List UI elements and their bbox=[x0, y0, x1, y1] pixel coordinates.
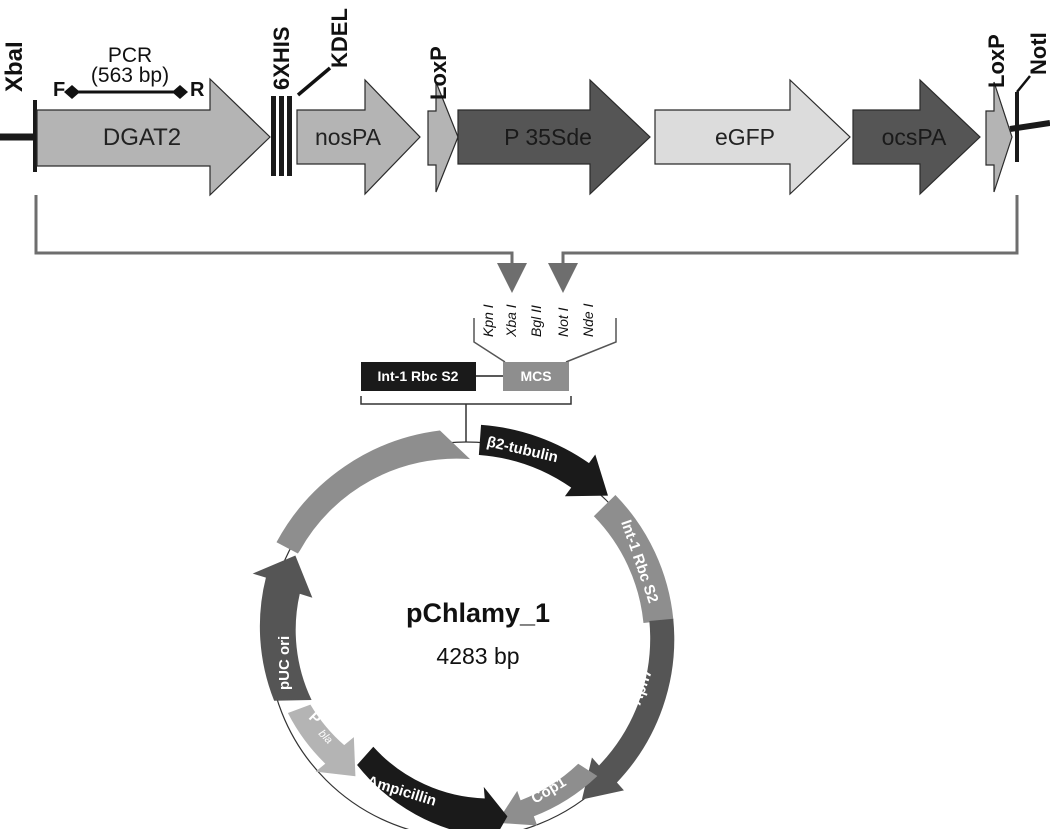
feature-pbla-arrow bbox=[287, 704, 356, 777]
mcs-site-ndei: Nde I bbox=[580, 303, 596, 337]
feature-ampicillin-arrow bbox=[357, 746, 508, 829]
feature-cop1-arrow bbox=[496, 763, 598, 826]
insertion-connectors bbox=[34, 195, 1019, 293]
kdel-label: KDEL bbox=[327, 8, 352, 68]
his-tag-bar-2 bbox=[279, 96, 284, 176]
plasmid-map: β2-tubulin Int-1 Rbc S2 Aph7 Cop1 Ampici… bbox=[252, 424, 675, 829]
pcr-reverse-primer-diamond bbox=[172, 85, 188, 99]
loxp-right-label: LoxP bbox=[984, 34, 1009, 88]
ocspa-label: ocsPA bbox=[882, 124, 947, 150]
his-tag-label: 6XHIS bbox=[269, 26, 294, 90]
noti-site-label: NotI bbox=[1026, 32, 1050, 75]
p35sde-label: P 35Sde bbox=[504, 124, 592, 150]
kdel-pointer bbox=[296, 66, 332, 97]
mcs-box bbox=[503, 362, 569, 391]
feature-puc-ori-arrow bbox=[252, 555, 313, 701]
pcr-size: (563 bp) bbox=[91, 64, 169, 87]
feature-hsp70-rbcs2-arrow bbox=[276, 430, 471, 554]
intron-box bbox=[361, 362, 476, 391]
multiple-cloning-site: Kpn I Xba I Bgl II Not I Nde I Int-1 Rbc… bbox=[360, 303, 617, 442]
p35sde-arrow bbox=[457, 78, 651, 196]
loxp-right-arrow bbox=[985, 81, 1013, 193]
plasmid-size: 4283 bp bbox=[436, 643, 519, 669]
mcs-site-kpni: Kpn I bbox=[480, 304, 496, 337]
noti-site-mark bbox=[1015, 92, 1019, 162]
mcs-fan-lines bbox=[473, 318, 617, 363]
mcs-site-xbai: Xba I bbox=[503, 304, 519, 338]
dgat2-label: DGAT2 bbox=[103, 124, 181, 151]
mcs-site-bglii: Bgl II bbox=[528, 305, 544, 337]
pcr-reverse-label: R bbox=[190, 79, 205, 101]
his-tag-bar-1 bbox=[271, 96, 276, 176]
intron-box-label: Int-1 Rbc S2 bbox=[378, 368, 459, 384]
his-tag-bar-3 bbox=[287, 96, 292, 176]
connector-right bbox=[548, 195, 1019, 293]
nospa-arrow bbox=[296, 78, 421, 196]
egfp-label: eGFP bbox=[715, 124, 775, 150]
pcr-forward-label: F bbox=[53, 79, 65, 101]
nospa-label: nosPA bbox=[315, 124, 382, 150]
noti-pointer bbox=[1016, 75, 1031, 93]
feature-b2-tubulin-arrow bbox=[478, 424, 608, 497]
connector-left bbox=[34, 195, 527, 293]
plasmid-name: pChlamy_1 bbox=[406, 598, 550, 628]
pcr-title: PCR bbox=[108, 44, 152, 67]
xbai-site-label: XbaI bbox=[1, 41, 28, 92]
dgat2-arrow bbox=[36, 77, 271, 197]
xbai-site-mark bbox=[33, 100, 37, 172]
loxp-left-arrow bbox=[427, 81, 459, 193]
feature-puc-ori-label: pUC ori bbox=[276, 636, 293, 690]
feature-aph7-arrow bbox=[581, 618, 675, 800]
ocspa-arrow bbox=[852, 78, 981, 196]
egfp-arrow bbox=[654, 78, 851, 196]
mcs-box-label: MCS bbox=[520, 368, 551, 384]
mcs-site-noti: Not I bbox=[555, 307, 571, 337]
expression-cassette: XbaI PCR (563 bp) F R DGAT2 6XHIS KDEL n… bbox=[0, 8, 1050, 197]
loxp-left-label: LoxP bbox=[426, 46, 451, 100]
pcr-forward-primer-diamond bbox=[64, 85, 80, 99]
mcs-bracket bbox=[360, 396, 572, 442]
